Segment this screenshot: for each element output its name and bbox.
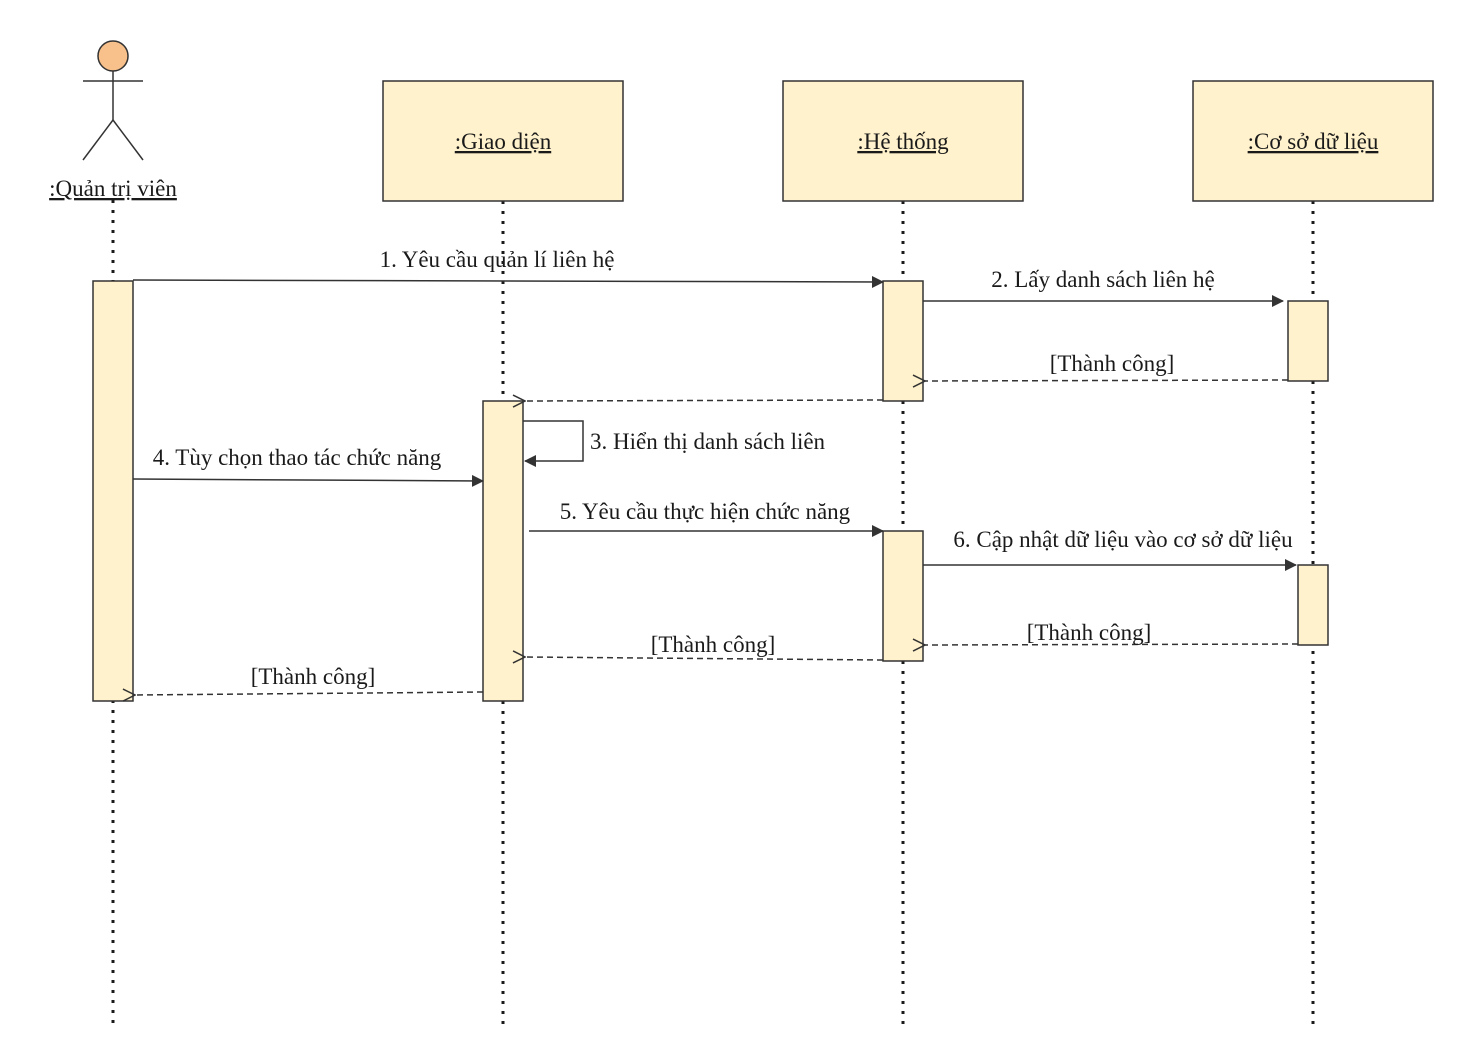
lifelines bbox=[111, 200, 1315, 1024]
actor-label: :Quản trị viên bbox=[49, 176, 177, 201]
activation-he-thong-1 bbox=[882, 280, 924, 402]
message-label: 1. Yêu cầu quản lí liên hệ bbox=[380, 247, 615, 272]
return-message-db-he-thong-2[interactable]: [Thành công] bbox=[925, 620, 1299, 645]
actor-head bbox=[97, 40, 129, 72]
activation-actor bbox=[92, 280, 134, 702]
return-message-he-thong-giao-dien-1[interactable] bbox=[525, 400, 884, 401]
return-arrow bbox=[525, 657, 884, 660]
message-label: 2. Lấy danh sách liên hệ bbox=[991, 267, 1215, 292]
participant-box bbox=[782, 80, 1024, 202]
message-label: 6. Cập nhật dữ liệu vào cơ sở dữ liệu bbox=[953, 527, 1293, 552]
activation-co-so-du-lieu-1 bbox=[1287, 300, 1329, 382]
return-message-db-he-thong-1[interactable]: [Thành công] bbox=[925, 351, 1289, 381]
message-4[interactable]: 4. Tùy chọn thao tác chức năng bbox=[132, 445, 484, 487]
self-message-arrow bbox=[523, 420, 584, 467]
participant-box bbox=[382, 80, 624, 202]
participant-box bbox=[1192, 80, 1434, 202]
return-label: [Thành công] bbox=[1027, 620, 1152, 645]
message-arrow bbox=[132, 474, 484, 487]
message-label: 5. Yêu cầu thực hiện chức năng bbox=[560, 499, 851, 524]
activation-giao-dien bbox=[482, 400, 524, 702]
activation-he-thong-2 bbox=[882, 530, 924, 662]
participant-label: :Hệ thống bbox=[857, 129, 949, 154]
activations bbox=[92, 280, 1329, 702]
return-arrow bbox=[135, 692, 484, 695]
participant-he-thong[interactable]: :Hệ thống bbox=[782, 80, 1024, 202]
return-arrow bbox=[525, 400, 884, 401]
message-3-self[interactable]: 3. Hiển thị danh sách liên bbox=[523, 420, 826, 467]
message-2[interactable]: 2. Lấy danh sách liên hệ bbox=[923, 267, 1284, 307]
participant-co-so-du-lieu[interactable]: :Cơ sở dữ liệu bbox=[1192, 80, 1434, 202]
return-label: [Thành công] bbox=[651, 632, 776, 657]
activation-co-so-du-lieu-2 bbox=[1297, 564, 1329, 646]
actor-quan-tri-vien[interactable]: :Quản trị viên bbox=[49, 40, 177, 201]
participant-label: :Giao diện bbox=[455, 129, 552, 154]
participant-label: :Cơ sở dữ liệu bbox=[1248, 129, 1379, 154]
return-message-giao-dien-actor[interactable]: [Thành công] bbox=[135, 664, 484, 695]
message-label: 4. Tùy chọn thao tác chức năng bbox=[153, 445, 442, 470]
participant-giao-dien[interactable]: :Giao diện bbox=[382, 80, 624, 202]
return-message-he-thong-giao-dien-2[interactable]: [Thành công] bbox=[525, 632, 884, 660]
stick-figure-icon bbox=[82, 71, 144, 161]
message-1[interactable]: 1. Yêu cầu quản lí liên hệ bbox=[132, 247, 884, 288]
message-5[interactable]: 5. Yêu cầu thực hiện chức năng bbox=[529, 499, 884, 537]
return-arrow bbox=[925, 380, 1289, 381]
message-label: 3. Hiển thị danh sách liên bbox=[590, 429, 826, 454]
message-arrow bbox=[132, 275, 884, 288]
message-6[interactable]: 6. Cập nhật dữ liệu vào cơ sở dữ liệu bbox=[923, 527, 1297, 571]
return-arrow bbox=[925, 644, 1299, 645]
return-label: [Thành công] bbox=[251, 664, 376, 689]
return-label: [Thành công] bbox=[1050, 351, 1175, 376]
